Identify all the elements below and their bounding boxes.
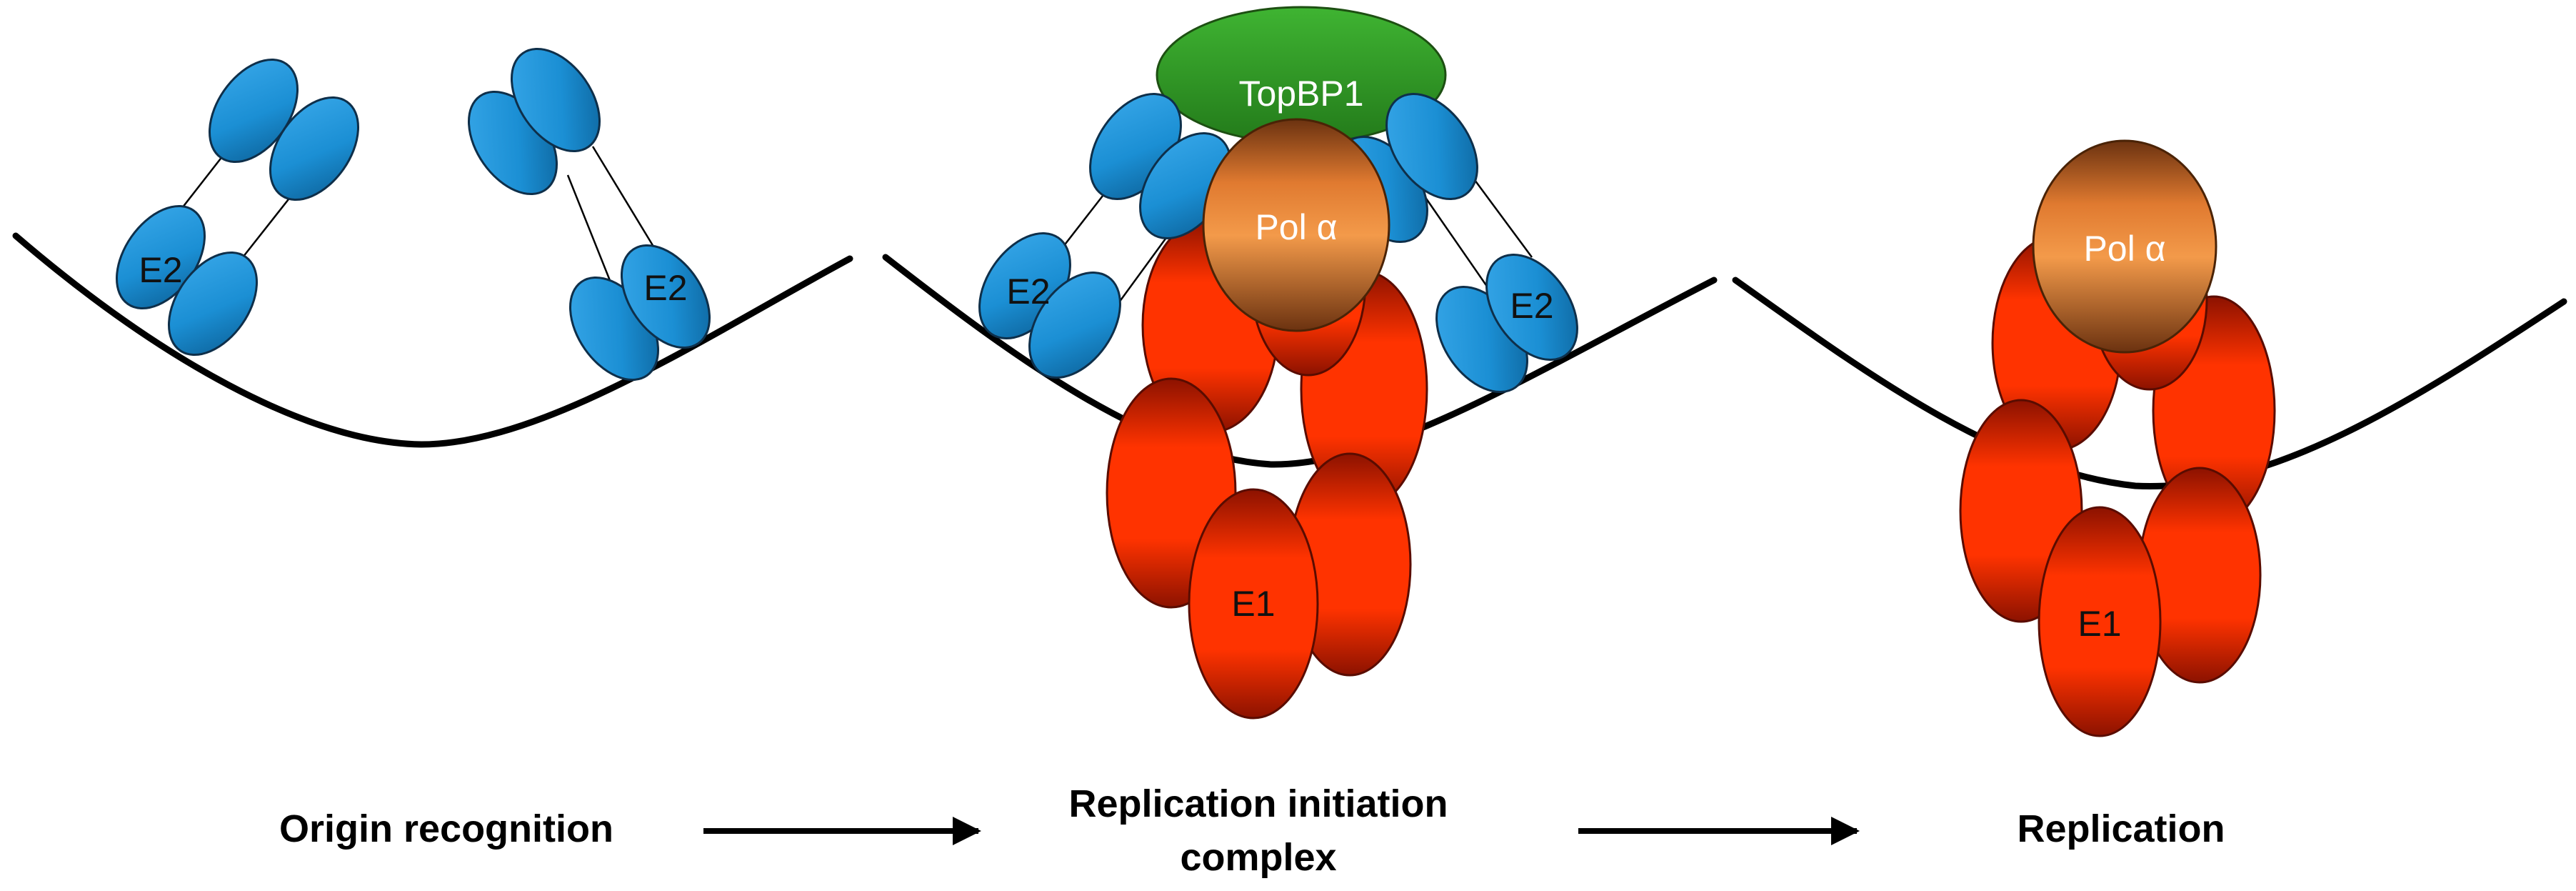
stage-label-initiation-complex-line2: complex bbox=[1180, 836, 1336, 879]
e2-dimer-left: E2 bbox=[115, 58, 360, 357]
panel-origin-recognition: E2 E2 bbox=[12, 47, 853, 448]
e2-dimer-right: E2 bbox=[467, 47, 711, 382]
e1-subunit bbox=[2038, 506, 2162, 737]
e2-linker bbox=[1423, 196, 1490, 290]
e2-subunit bbox=[620, 244, 711, 349]
e2-subunit bbox=[269, 96, 360, 201]
stage-label-initiation-complex: Replication initiation bbox=[1068, 782, 1448, 825]
pol-alpha-protein bbox=[1202, 118, 1390, 332]
pol-alpha-label: Pol α bbox=[2083, 229, 2165, 269]
e2-subunit bbox=[1028, 272, 1121, 379]
e2-linker bbox=[242, 189, 297, 258]
stage-labels: Origin recognition Replication initiatio… bbox=[279, 782, 2225, 879]
e1-label: E1 bbox=[1231, 584, 1275, 624]
e2-label: E2 bbox=[139, 250, 182, 290]
e2-linker bbox=[591, 146, 655, 247]
e2-linker bbox=[566, 174, 612, 283]
pol-alpha-protein bbox=[2032, 139, 2217, 354]
pol-alpha-label: Pol α bbox=[1255, 207, 1337, 247]
e2-label: E2 bbox=[643, 268, 687, 308]
stage-label-replication: Replication bbox=[2017, 807, 2225, 850]
e2-subunit bbox=[510, 47, 601, 153]
panel-replication: E1 Pol α bbox=[1732, 139, 2567, 737]
dna-strand-1 bbox=[12, 232, 853, 448]
e2-subunit bbox=[1385, 93, 1478, 200]
panel-initiation-complex: E1 TopBP1 E2 E2 Pol α bbox=[882, 6, 1718, 720]
e1-label: E1 bbox=[2078, 604, 2121, 644]
dna-strand-3 bbox=[1732, 277, 2567, 490]
dna-strand-2 bbox=[882, 254, 1718, 468]
e2-subunit bbox=[167, 251, 259, 357]
e2-subunit bbox=[1485, 254, 1578, 361]
e2-label: E2 bbox=[1006, 272, 1050, 312]
topbp1-label: TopBP1 bbox=[1238, 74, 1363, 114]
e2-dimer-left: E2 bbox=[978, 93, 1232, 379]
stage-label-origin-recognition: Origin recognition bbox=[279, 807, 613, 850]
e1-subunit bbox=[1188, 488, 1319, 720]
e2-label: E2 bbox=[1510, 286, 1553, 326]
